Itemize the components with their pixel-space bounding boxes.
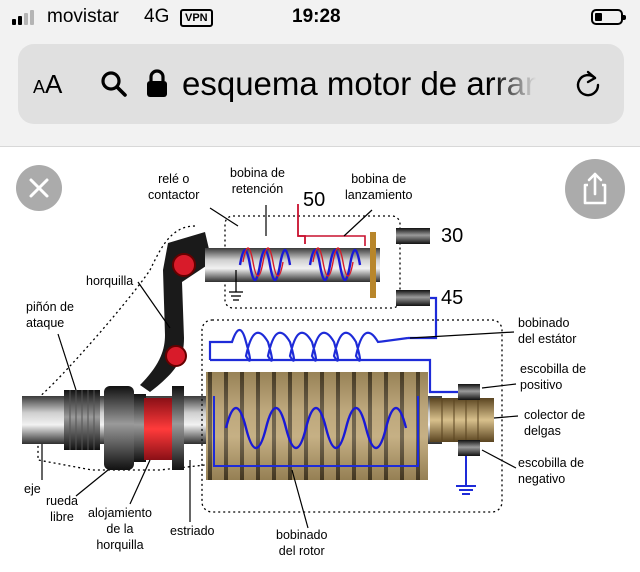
image-viewer: 50 30 45 relé o contactor bobina de rete… [0, 147, 640, 572]
search-query-text[interactable]: esquema motor de arranque [182, 65, 536, 102]
label-rueda-line1: rueda [46, 494, 78, 508]
terminal-50-label: 50 [303, 189, 326, 211]
label-pinon-ataque: piñón de ataque [26, 299, 74, 331]
terminal-45-stud [396, 290, 430, 306]
carrier-name: movistar [47, 6, 119, 27]
freewheel [104, 386, 134, 470]
close-button[interactable] [16, 165, 62, 211]
label-estator-line1: bobinado [518, 316, 570, 330]
commutator [430, 398, 494, 442]
label-estator-line2: del estátor [518, 332, 577, 346]
label-rele-contactor: relé o contactor [148, 171, 199, 203]
terminal-45-label: 45 [441, 287, 464, 309]
reload-icon[interactable] [573, 69, 603, 99]
terminal-30-label: 30 [441, 225, 464, 247]
label-eje: eje [24, 482, 41, 496]
label-colector-delgas: colector de delgas [524, 407, 585, 439]
label-escobilla-positivo: escobilla de positivo [520, 361, 586, 393]
label-alojamiento-line2: de la [106, 522, 134, 536]
fork-housing [144, 398, 172, 460]
stator-coil [208, 328, 409, 362]
starter-motor-diagram [22, 204, 519, 529]
label-bobina-lanzamiento: bobina de lanzamiento [345, 171, 412, 203]
label-colector-line1: colector de [524, 408, 586, 422]
address-bar[interactable]: AA esquema motor de arranque [18, 44, 624, 124]
label-bobina-ret-line1: bobina de [230, 166, 285, 180]
label-estriado: estriado [170, 524, 215, 538]
label-bobinado-estator: bobinado del estátor [518, 315, 576, 347]
lock-icon [147, 69, 167, 97]
text-size-button[interactable]: AA [33, 69, 62, 100]
fork-lever [140, 232, 212, 392]
stator-feed-wire [408, 296, 438, 340]
share-button[interactable] [565, 159, 625, 219]
label-pinon-line2: ataque [26, 316, 65, 330]
label-bobina-lanz-line2: lanzamiento [345, 188, 413, 202]
status-bar: movistar 4G VPN 19:28 [0, 0, 640, 36]
label-alojamiento-line3: horquilla [96, 538, 144, 552]
browser-toolbar: AA esquema motor de arranque [0, 36, 640, 147]
close-icon [29, 178, 49, 198]
label-rele-line2: contactor [148, 188, 200, 202]
label-escobilla-negativo: escobilla de negativo [518, 455, 584, 487]
launch-coil [308, 248, 362, 282]
label-escobilla-pos-line1: escobilla de [520, 362, 587, 376]
label-escobilla-neg-line1: escobilla de [518, 456, 585, 470]
label-colector-line2: delgas [524, 424, 561, 438]
label-horquilla: horquilla [86, 274, 134, 288]
terminal-30-stud [396, 228, 430, 244]
share-icon [583, 172, 607, 205]
signal-icon [12, 9, 40, 25]
label-rotor-line2: del rotor [278, 544, 325, 558]
label-escobilla-neg-line2: negativo [518, 472, 566, 486]
label-rotor-line1: bobinado [276, 528, 328, 542]
text-size-big-label: A [45, 69, 63, 99]
battery-icon [591, 9, 626, 25]
rotor-coil [224, 406, 408, 450]
clock: 19:28 [292, 6, 341, 27]
label-rueda-line2: libre [50, 510, 74, 524]
text-size-small-label: A [33, 77, 46, 97]
search-icon [101, 71, 127, 97]
label-bobina-lanz-line1: bobina de [351, 172, 407, 186]
label-bobinado-rotor: bobinado del rotor [276, 527, 327, 559]
negative-brush [458, 440, 480, 456]
label-rele-line1: relé o [158, 172, 190, 186]
label-bobina-ret-line2: retención [231, 182, 284, 196]
label-bobina-retencion: bobina de retención [230, 165, 285, 197]
positive-brush [458, 384, 480, 400]
retention-coil [238, 248, 292, 282]
network-type: 4G [144, 6, 170, 27]
vpn-badge: VPN [180, 9, 213, 27]
motor-box [201, 319, 503, 513]
ground-symbol-bottom [456, 485, 476, 495]
label-alojamiento-line1: alojamiento [88, 506, 152, 520]
label-rueda-libre: rueda libre [46, 493, 78, 525]
ground-symbol-top [229, 270, 243, 301]
label-alojamiento-horquilla: alojamiento de la horquilla [88, 505, 152, 553]
label-pinon-line1: piñón de [26, 300, 74, 314]
label-escobilla-pos-line2: positivo [520, 378, 563, 392]
